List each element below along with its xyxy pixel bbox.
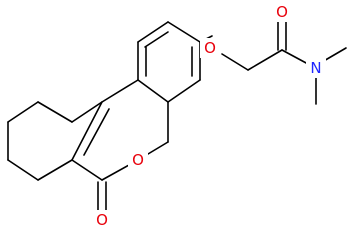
bond-c6a-c10a [71, 101, 103, 161]
bond-c10a-c10b [101, 79, 139, 103]
bond-c6a-c6 [71, 159, 103, 181]
bond-ar-2-inner [144, 31, 169, 48]
bond-c6a-c10a-inner [83, 108, 110, 156]
bond-c8-c9 [7, 101, 39, 123]
bond-c9-c10 [37, 101, 73, 123]
bond-c10-c10a [71, 101, 103, 123]
atom-o-ether: O [204, 39, 216, 57]
bond-c10b-c4a [137, 79, 169, 103]
atom-n-amide: N [310, 59, 321, 77]
bond-c6a-c6b [37, 159, 73, 181]
bond-c-n [281, 49, 309, 65]
atom-o-amide: O [276, 3, 288, 21]
bond-ar-3 [167, 21, 201, 43]
bond-ar-5 [167, 79, 201, 103]
atom-labels: O O N O O [92, 2, 326, 230]
atom-o-ring: O [132, 151, 144, 169]
bond-c7-c6a [7, 159, 39, 181]
atom-o-lactone: O [96, 211, 108, 229]
bonds [7, 19, 347, 213]
bond-ar-2 [137, 21, 169, 43]
bond-ch2-c-amide [247, 49, 283, 71]
bond-o-ch2 [221, 53, 249, 71]
